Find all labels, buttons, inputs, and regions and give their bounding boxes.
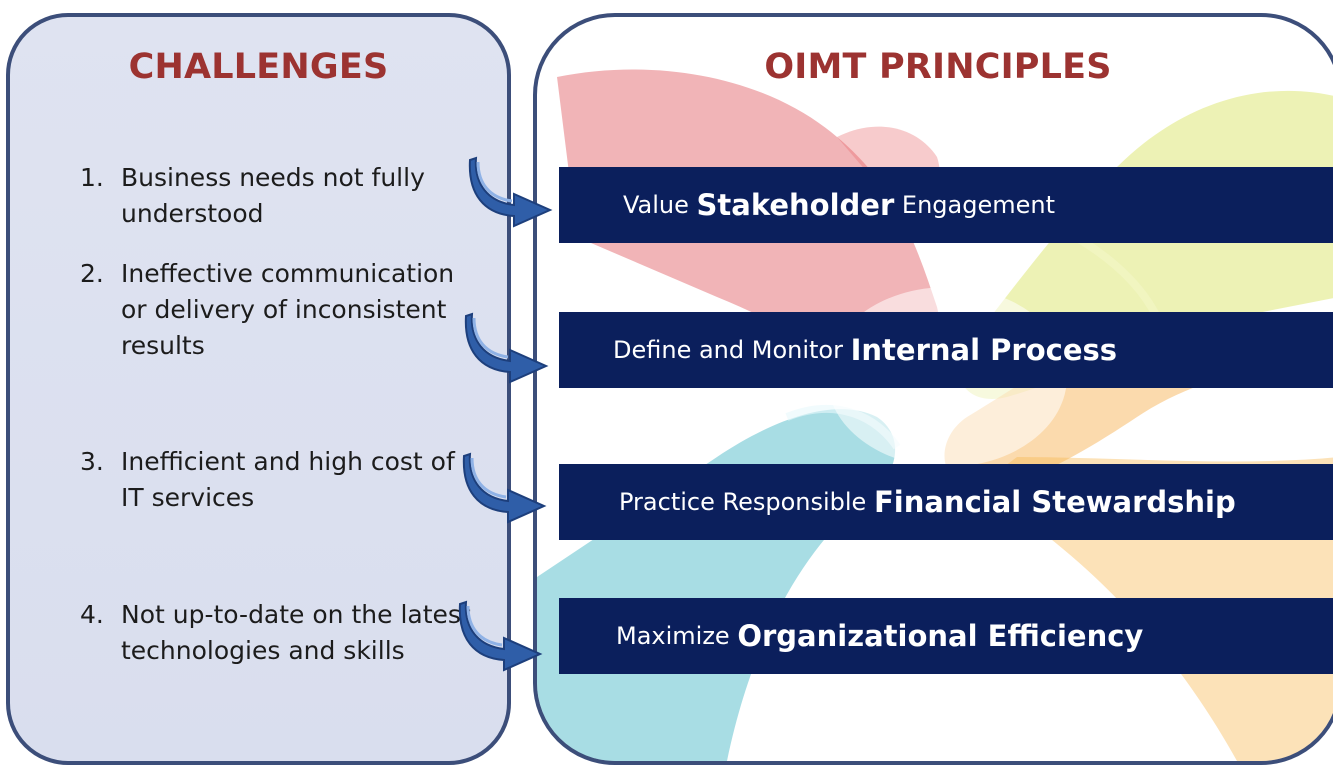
curved-arrow-icon	[458, 600, 543, 672]
principle-prefix: Define and Monitor	[613, 336, 843, 364]
principle-internal-process: Define and Monitor Internal Process	[559, 312, 1333, 388]
curved-arrow-icon	[464, 312, 549, 384]
principle-financial-stewardship: Practice Responsible Financial Stewardsh…	[559, 464, 1333, 540]
challenge-number: 4.	[80, 600, 104, 629]
challenge-text: Ineffective communication or delivery of…	[121, 259, 455, 360]
challenges-panel: CHALLENGES 1. Business needs not fully u…	[6, 13, 511, 765]
curved-arrow-icon	[468, 156, 553, 228]
principle-prefix: Value	[623, 191, 689, 219]
principle-prefix: Maximize	[616, 622, 730, 650]
curved-arrow-icon	[462, 452, 547, 524]
challenge-text: Business needs not fully understood	[121, 163, 425, 228]
challenges-title: CHALLENGES	[128, 47, 389, 87]
principle-organizational-efficiency: Maximize Organizational Efficiency	[559, 598, 1333, 674]
challenge-text: Not up-to-date on the latest technologie…	[121, 600, 471, 665]
principles-panel: OIMT PRINCIPLES Value Stakeholder Engage…	[533, 13, 1333, 765]
principle-emphasis: Organizational Efficiency	[737, 619, 1144, 653]
principle-stakeholder-engagement: Value Stakeholder Engagement	[559, 167, 1333, 243]
challenge-text: Inefficient and high cost of IT services	[121, 447, 455, 512]
principle-emphasis: Internal Process	[850, 333, 1118, 367]
challenge-number: 2.	[80, 259, 104, 288]
challenge-number: 3.	[80, 447, 104, 476]
challenge-number: 1.	[80, 163, 104, 192]
principle-prefix: Practice Responsible	[619, 488, 867, 516]
principles-title: OIMT PRINCIPLES	[764, 47, 1112, 87]
principle-suffix: Engagement	[901, 191, 1056, 219]
principle-emphasis: Financial Stewardship	[873, 485, 1236, 519]
principle-emphasis: Stakeholder	[696, 188, 895, 222]
